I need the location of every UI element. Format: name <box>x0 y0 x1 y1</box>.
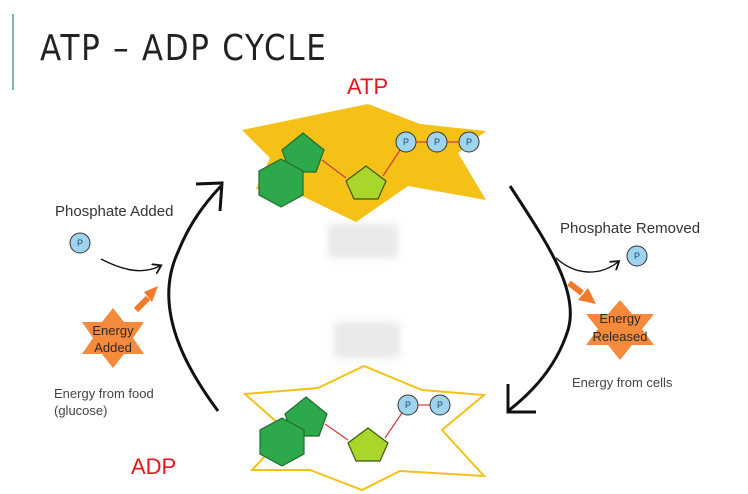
energy-added-star-icon <box>82 308 144 368</box>
energy-from-cells-label: Energy from cells <box>572 375 673 390</box>
phosphate-removed-arrow-icon <box>555 257 618 273</box>
energy-released-line2: Released <box>593 329 648 344</box>
energy-released-arrow-icon <box>567 280 596 304</box>
adp-ribose-pentagon <box>347 427 389 462</box>
atp-adenine-hexagon <box>258 158 304 208</box>
energy-added-line2: Added <box>94 340 132 355</box>
phosphate-label: P <box>77 238 83 248</box>
cycle-arrow-up-icon <box>167 181 224 412</box>
phosphate-label: P <box>466 137 472 147</box>
phosphate-removed-icon: P <box>626 245 648 267</box>
energy-released-star-icon <box>586 300 654 360</box>
atp-ribose-pentagon <box>345 165 387 200</box>
atp-phosphate-3: P <box>458 131 480 153</box>
phosphate-label: P <box>405 400 411 410</box>
slide-title: ATP – ADP CYCLE <box>40 28 328 69</box>
atp-phosphate-1: P <box>395 131 417 153</box>
phosphate-label: P <box>434 137 440 147</box>
energy-from-food-line2: (glucose) <box>54 403 108 418</box>
energy-added-arrow-icon <box>133 286 158 313</box>
blurred-box-top <box>328 224 398 258</box>
atp-phosphate-2: P <box>426 131 448 153</box>
phosphate-added-label: Phosphate Added <box>55 203 174 220</box>
energy-from-food-line1: Energy from food <box>54 386 154 401</box>
accent-bar <box>12 14 14 90</box>
energy-added-line1: Energy <box>92 323 134 338</box>
phosphate-label: P <box>403 137 409 147</box>
phosphate-added-icon: P <box>69 232 91 254</box>
phosphate-added-arrow-icon <box>100 258 160 271</box>
phosphate-label: P <box>634 251 640 261</box>
adp-adenine-hexagon <box>259 417 305 467</box>
energy-from-food-label: Energy from food (glucose) <box>54 385 154 419</box>
adp-star-outline <box>242 364 487 492</box>
phosphate-removed-label: Phosphate Removed <box>560 220 701 237</box>
phosphate-label: P <box>437 400 443 410</box>
energy-released-line1: Energy <box>599 311 641 326</box>
atp-molecule: P P P <box>258 131 480 208</box>
adp-phosphate-2: P <box>429 394 451 416</box>
adp-label: ADP <box>131 454 177 479</box>
blurred-box-bottom <box>334 322 400 358</box>
cycle-arrow-down-icon <box>506 185 572 414</box>
adp-phosphate-1: P <box>397 394 419 416</box>
atp-label: ATP <box>347 74 389 99</box>
adp-molecule: P P <box>259 394 451 467</box>
